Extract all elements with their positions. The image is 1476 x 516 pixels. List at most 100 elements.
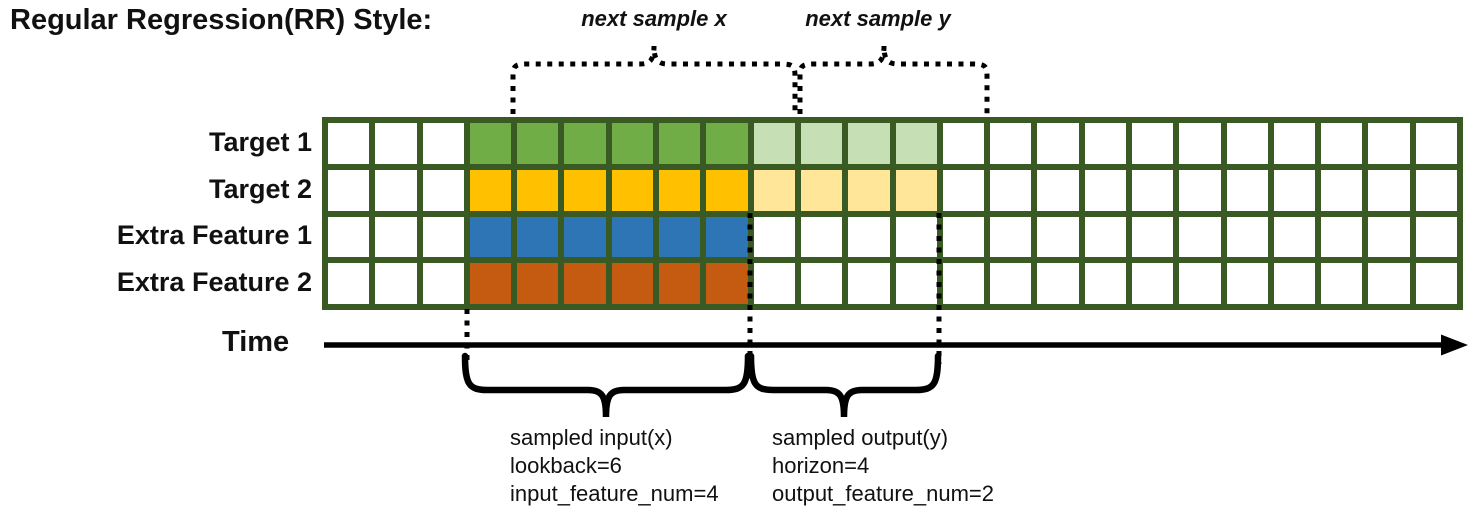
grid-cell (564, 263, 606, 304)
grid-cell (564, 216, 606, 258)
grid-cell (1368, 263, 1410, 304)
grid-cell (328, 123, 370, 164)
grid-cell (1273, 263, 1316, 304)
grid-cell (517, 263, 559, 304)
grid-cell (659, 123, 701, 164)
sampled-input-caption: sampled input(x) lookback=6 input_featur… (510, 424, 719, 508)
grid-cell (1037, 216, 1079, 258)
sampled-input-caption-line-3: input_feature_num=4 (510, 481, 719, 506)
page-title: Regular Regression(RR) Style: (10, 4, 433, 36)
grid-cell (848, 169, 890, 211)
grid-cell (422, 169, 464, 211)
grid-cell (1226, 169, 1268, 211)
grid-cell (848, 216, 890, 258)
grid-cell (1415, 123, 1457, 164)
next-sample-x-brace (510, 45, 798, 114)
grid-cell (942, 263, 985, 304)
grid-cell (1368, 169, 1410, 211)
grid-cell (706, 263, 748, 304)
grid-cell (328, 169, 370, 211)
grid-cell (990, 216, 1032, 258)
grid-cell (517, 216, 559, 258)
grid-cell (1084, 216, 1126, 258)
grid-cell (895, 169, 937, 211)
sampled-output-caption-line-1: sampled output(y) (772, 425, 949, 450)
grid-cell (1037, 123, 1079, 164)
grid-cell (659, 216, 701, 258)
grid-cell (1415, 216, 1457, 258)
time-axis-label: Time (222, 326, 290, 358)
grid-cell (422, 123, 464, 164)
grid-cell (375, 169, 417, 211)
grid-cell (1084, 169, 1126, 211)
grid-cell (1131, 216, 1174, 258)
grid-cell (706, 123, 748, 164)
grid-cell (1179, 216, 1221, 258)
grid-cell (895, 216, 937, 258)
grid-cell (1179, 169, 1221, 211)
grid-cell (1415, 169, 1457, 211)
grid-cell (1131, 123, 1174, 164)
grid-cell (800, 216, 843, 258)
grid-cell (895, 263, 937, 304)
grid-cell (469, 263, 512, 304)
grid-cell (517, 169, 559, 211)
grid-cell (469, 169, 512, 211)
row-label-extra-feature-2: Extra Feature 2 (116, 267, 312, 297)
sampled-input-brace (461, 352, 752, 418)
grid-cell (1273, 169, 1316, 211)
row-label-target-2: Target 2 (208, 174, 312, 204)
grid-cell (1415, 263, 1457, 304)
grid-cell (1368, 216, 1410, 258)
grid-cell (1179, 263, 1221, 304)
grid-cell (800, 123, 843, 164)
sampled-output-brace (747, 352, 942, 418)
grid-cell (611, 169, 654, 211)
grid-cell (1037, 263, 1079, 304)
grid-cell (990, 123, 1032, 164)
sampled-output-caption-line-2: horizon=4 (772, 453, 870, 478)
grid-cell (848, 263, 890, 304)
grid-cell (1131, 169, 1174, 211)
grid-cell (1084, 263, 1126, 304)
grid-cell (1321, 263, 1363, 304)
grid-cell (1226, 123, 1268, 164)
grid-cell (611, 123, 654, 164)
grid-cell (800, 263, 843, 304)
grid-cell (1226, 263, 1268, 304)
grid-cell (1368, 123, 1410, 164)
grid-cell (659, 169, 701, 211)
grid-cell (1226, 216, 1268, 258)
grid-cell (990, 169, 1032, 211)
grid-cell (706, 216, 748, 258)
grid-cell (469, 123, 512, 164)
sampled-output-caption-line-3: output_feature_num=2 (772, 481, 995, 506)
grid-cell (469, 216, 512, 258)
grid-cell (375, 123, 417, 164)
row-label-target-1: Target 1 (208, 127, 312, 157)
grid-cell (706, 169, 748, 211)
grid-cell (564, 169, 606, 211)
grid-cell (942, 216, 985, 258)
next-sample-y-brace (797, 45, 990, 114)
grid-cell (611, 216, 654, 258)
grid-cell (422, 263, 464, 304)
grid-cell (1037, 169, 1079, 211)
sampled-input-caption-line-2: lookback=6 (510, 453, 622, 478)
grid-cell (848, 123, 890, 164)
grid-cell (328, 216, 370, 258)
grid-cell (1273, 123, 1316, 164)
grid-cell (517, 123, 559, 164)
grid-cell (1131, 263, 1174, 304)
grid-cell (564, 123, 606, 164)
grid-cell (990, 263, 1032, 304)
grid-cell (1084, 123, 1126, 164)
time-axis-arrowhead (1441, 334, 1468, 356)
sampled-output-caption: sampled output(y) horizon=4 output_featu… (772, 424, 994, 508)
grid-cell (1179, 123, 1221, 164)
grid-cell (1321, 169, 1363, 211)
grid-cell (895, 123, 937, 164)
grid-cell (753, 216, 795, 258)
grid-cell (422, 216, 464, 258)
